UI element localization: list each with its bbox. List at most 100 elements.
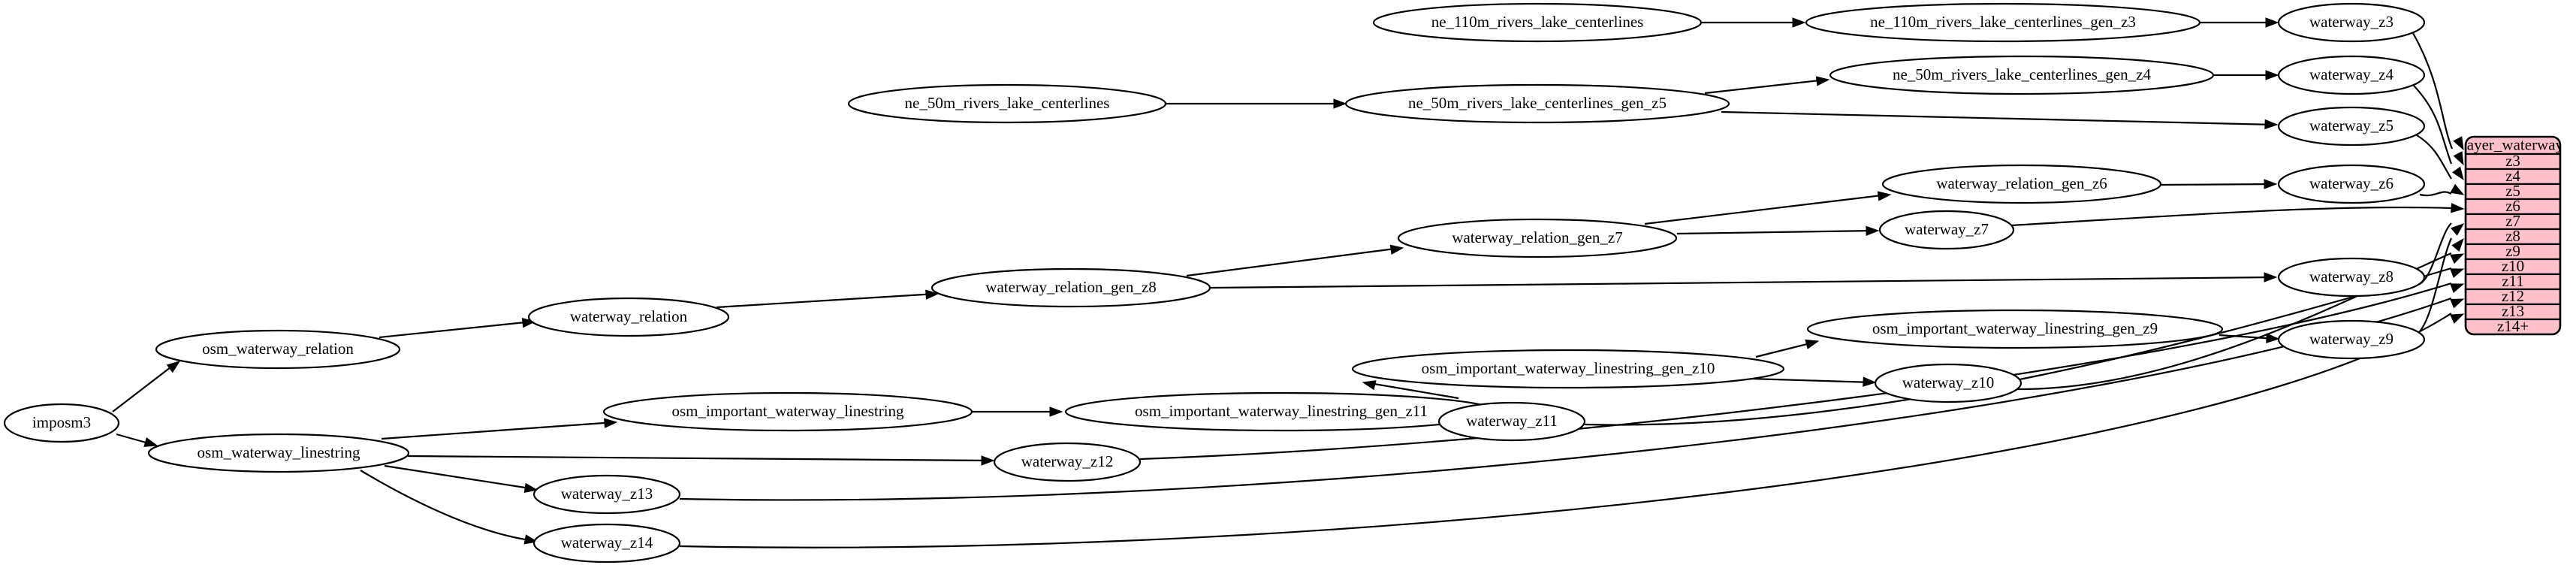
arrow-layer-z10 <box>2450 253 2465 264</box>
arrow-waterway_z6 <box>2264 179 2278 189</box>
layer-table-row-z14+[interactable] <box>2466 318 2560 334</box>
arrow-waterway_z3 <box>2265 17 2279 28</box>
arrow-layer-z8 <box>2451 223 2465 236</box>
node-shape-osm_waterway_linestring <box>147 433 410 473</box>
edge-waterway_z12-to-layer_z12 <box>1139 282 2452 461</box>
arrow-osm_important_waterway_linestring <box>604 418 618 428</box>
node-shape-waterway_z9 <box>2277 319 2426 360</box>
nodes-layer: imposm3 osm_waterway_relation osm_waterway… <box>3 2 2426 563</box>
edge-waterway_z11-to-layer_z11 <box>1584 267 2452 426</box>
node-waterway_z8[interactable]: waterway_z8 <box>2277 257 2426 298</box>
node-osm_important_waterway_linestring_gen_z11[interactable]: osm_important_waterway_linestring_gen_z1… <box>1064 391 1498 432</box>
node-waterway_z10[interactable]: waterway_z10 <box>1874 363 2022 403</box>
edge-waterway_z4-to-layer_z4 <box>2413 85 2453 165</box>
edge-waterway_relation_gen_z8-to-waterway_relation_gen_z7 <box>1186 246 1401 277</box>
arrow-waterway_z8 <box>2264 272 2278 282</box>
layer-table-row-z13[interactable] <box>2466 303 2560 321</box>
layer-table-row-z10[interactable] <box>2466 258 2560 276</box>
edge-osm_waterway_linestring-to-waterway_z14 <box>360 470 535 542</box>
node-osm_waterway_linestring[interactable]: osm_waterway_linestring <box>147 433 410 473</box>
node-shape-waterway_z8 <box>2277 257 2426 298</box>
arrow-gen_z9 <box>1805 339 1820 349</box>
arrow-osm_waterway_relation <box>166 361 181 373</box>
node-shape-osm_waterway_relation <box>155 329 401 370</box>
node-waterway_relation_gen_z7[interactable]: waterway_relation_gen_z7 <box>1397 218 1678 258</box>
node-waterway_z11[interactable]: waterway_z11 <box>1437 401 1586 442</box>
edge-gen_z10-to-waterway_z10 <box>1749 377 1874 384</box>
layer-table-row-z9[interactable] <box>2466 243 2560 261</box>
node-shape-osm_important_waterway_linestring <box>602 391 973 432</box>
node-waterway_relation[interactable]: waterway_relation <box>527 297 730 337</box>
node-ne_50m_rivers_lake_centerlines_gen_z5[interactable]: ne_50m_rivers_lake_centerlines_gen_z5 <box>1344 83 1730 124</box>
arrow-layer-z13 <box>2450 298 2465 309</box>
arrow-waterway_relation_gen_z8 <box>925 289 940 300</box>
node-shape-osm_important_waterway_linestring_gen_z10 <box>1351 349 1785 389</box>
arrow-layer-z7 <box>2451 203 2465 213</box>
node-shape-waterway_z4 <box>2277 55 2426 95</box>
node-shape-waterway_z7 <box>1878 210 2015 250</box>
arrow-layer-z5 <box>2452 166 2464 181</box>
layer-table-row-z11[interactable] <box>2466 273 2560 291</box>
arrow-layer-z14 <box>2450 313 2465 324</box>
node-waterway_z3[interactable]: waterway_z3 <box>2277 2 2426 43</box>
arrow-gen_z10 <box>1362 380 1377 391</box>
layer-table-row-z12[interactable] <box>2466 288 2560 306</box>
node-ne_110m_rivers_lake_centerlines[interactable]: ne_110m_rivers_lake_centerlines <box>1372 2 1703 43</box>
node-shape-ne_50m_rivers_lake_centerlines_gen_z5 <box>1344 83 1730 124</box>
arrow-waterway_relation_gen_z7 <box>1389 244 1404 255</box>
node-waterway_z13[interactable]: waterway_z13 <box>532 474 681 515</box>
layer-table-row-z8[interactable] <box>2466 228 2560 246</box>
node-shape-ne_110m_rivers_lake_centerlines <box>1372 2 1703 43</box>
node-osm_waterway_relation[interactable]: osm_waterway_relation <box>155 329 401 370</box>
node-waterway_z7[interactable]: waterway_z7 <box>1878 210 2015 250</box>
layer-table-outline <box>2464 135 2562 336</box>
node-shape-waterway_relation_gen_z7 <box>1397 218 1678 258</box>
node-osm_important_waterway_linestring_gen_z10[interactable]: osm_important_waterway_linestring_gen_z1… <box>1351 349 1785 389</box>
layer-waterway-table[interactable]: layer_waterwayz3z4z5z6z7z8z9z10z11z12z13… <box>2463 135 2564 336</box>
arrow-gen_z11 <box>1049 406 1063 417</box>
node-waterway_z4[interactable]: waterway_z4 <box>2277 55 2426 95</box>
node-waterway_z9[interactable]: waterway_z9 <box>2277 319 2426 360</box>
node-osm_important_waterway_linestring[interactable]: osm_important_waterway_linestring <box>602 391 973 432</box>
arrow-ne110gen_z3 <box>1792 17 1806 28</box>
node-waterway_z6[interactable]: waterway_z6 <box>2277 164 2426 204</box>
node-waterway_z12[interactable]: waterway_z12 <box>993 442 1142 482</box>
node-shape-waterway_z5 <box>2277 106 2426 147</box>
node-shape-ne_110m_rivers_lake_centerlines_gen_z3 <box>1805 2 2201 43</box>
edge-imposm3-to-osm_waterway_relation <box>112 361 178 412</box>
edge-waterway_z5-to-layer_z5 <box>2416 134 2452 180</box>
node-waterway_relation_gen_z8[interactable]: waterway_relation_gen_z8 <box>931 267 1211 308</box>
edge-osm_waterway_linestring-to-waterway_z12 <box>407 455 992 462</box>
node-ne_50m_rivers_lake_centerlines_gen_z4[interactable]: ne_50m_rivers_lake_centerlines_gen_z4 <box>1829 55 2215 95</box>
edge-ne50gen_z5-to-waterway_z5 <box>1721 110 2276 126</box>
node-shape-waterway_z10 <box>1874 363 2022 403</box>
edge-waterway_relation-to-waterway_relation_gen_z8 <box>716 292 937 309</box>
node-ne_50m_rivers_lake_centerlines[interactable]: ne_50m_rivers_lake_centerlines <box>847 83 1167 124</box>
layer-table-row-z3[interactable] <box>2466 153 2560 171</box>
node-osm_important_waterway_linestring_gen_z9[interactable]: osm_important_waterway_linestring_gen_z9 <box>1806 309 2224 349</box>
node-ne_110m_rivers_lake_centerlines_gen_z3[interactable]: ne_110m_rivers_lake_centerlines_gen_z3 <box>1805 2 2201 43</box>
node-waterway_z5[interactable]: waterway_z5 <box>2277 106 2426 147</box>
node-shape-waterway_z3 <box>2277 2 2426 43</box>
arrow-waterway_z4 <box>2265 70 2279 80</box>
layer-table-row-z4[interactable] <box>2466 168 2560 186</box>
edge-waterway_z13-to-layer_z13 <box>679 297 2452 501</box>
edge-gen_z10-to-gen_z9 <box>1755 340 1817 358</box>
edge-waterway_z6-to-layer_z6 <box>2419 191 2452 197</box>
layer-table-row-z6[interactable] <box>2466 198 2560 216</box>
arrow-waterway_z9 <box>2266 333 2280 343</box>
node-waterway_z14[interactable]: waterway_z14 <box>532 523 681 563</box>
layer-table-row-z5[interactable] <box>2466 183 2560 201</box>
node-shape-waterway_relation_gen_z8 <box>931 267 1211 308</box>
node-shape-waterway_z14 <box>532 523 681 563</box>
node-shape-osm_important_waterway_linestring_gen_z9 <box>1806 309 2224 349</box>
arrow-waterway_z13 <box>523 482 538 494</box>
node-waterway_relation_gen_z6[interactable]: waterway_relation_gen_z6 <box>1881 164 2162 204</box>
arrow-osm_waterway_linestring <box>143 437 158 447</box>
arrow-waterway_z12 <box>981 455 995 466</box>
layer-table-row-z7[interactable] <box>2466 213 2560 231</box>
arrow-layer-z11 <box>2450 268 2465 278</box>
node-imposm3[interactable]: imposm3 <box>3 403 120 443</box>
arrow-waterway_relation <box>521 318 536 328</box>
